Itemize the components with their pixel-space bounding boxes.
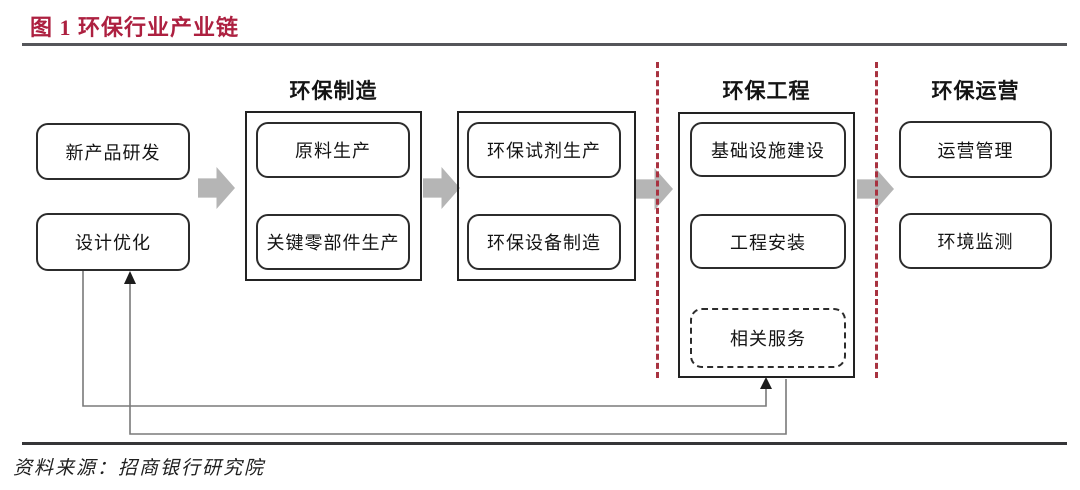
node-operation-management: 运营管理 xyxy=(899,121,1052,178)
dashed-separator-left xyxy=(656,62,659,378)
node-environment-monitoring: 环境监测 xyxy=(899,213,1052,269)
node-related-services: 相关服务 xyxy=(690,308,846,368)
section-header-operation: 环保运营 xyxy=(931,79,1020,103)
arrowhead-up-icon-engineering xyxy=(760,377,772,389)
figure-title: 图 1 环保行业产业链 xyxy=(30,15,240,40)
node-reagent-production: 环保试剂生产 xyxy=(467,122,621,178)
dashed-separator-right xyxy=(875,62,878,378)
flow-arrow-icon-1 xyxy=(198,167,235,209)
source-note: 资料来源：招商银行研究院 xyxy=(13,458,266,479)
bottom-divider xyxy=(22,442,1067,445)
flow-arrow-icon-2 xyxy=(423,167,460,209)
section-header-engineering: 环保工程 xyxy=(722,79,811,103)
node-design-optimization: 设计优化 xyxy=(36,213,190,271)
node-key-components-production: 关键零部件生产 xyxy=(256,214,410,270)
arrowhead-up-icon-design xyxy=(124,271,136,284)
feedback-line-design-to-engineering xyxy=(82,271,767,407)
node-raw-material-production: 原料生产 xyxy=(256,122,410,178)
node-engineering-installation: 工程安装 xyxy=(690,214,846,269)
node-infrastructure-construction: 基础设施建设 xyxy=(690,122,846,177)
node-new-product-rnd: 新产品研发 xyxy=(36,123,190,180)
flow-arrow-icon-3 xyxy=(636,168,673,210)
node-equipment-manufacturing: 环保设备制造 xyxy=(467,214,621,270)
top-divider xyxy=(22,43,1067,46)
section-header-manufacturing: 环保制造 xyxy=(289,79,378,103)
